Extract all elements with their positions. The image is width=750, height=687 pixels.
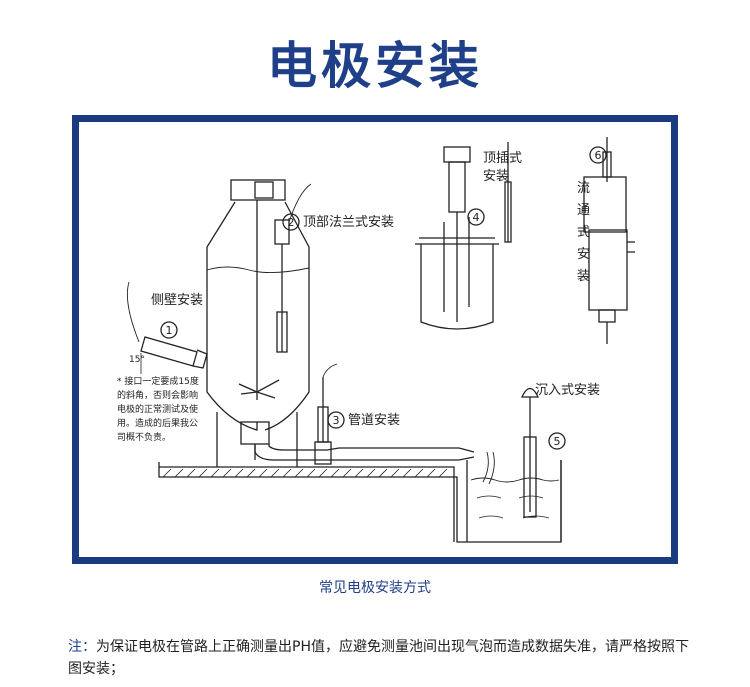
note-text: 为保证电极在管路上正确测量出PH值，应避免测量池间出现气泡而造成数据失准，请严格… [68, 639, 689, 677]
label-angle: 15° [129, 355, 145, 365]
diagram-caption: 常见电极安装方式 [319, 580, 431, 596]
pipeline [254, 441, 495, 485]
submerged-basin [466, 387, 562, 542]
label-flow-5: 装 [577, 269, 590, 284]
page-title: 电极安装 [267, 37, 483, 95]
label-flow-3: 式 [577, 225, 590, 240]
marker-6: 6 [595, 149, 602, 162]
top-flange-electrode [274, 183, 312, 353]
marker-4: 4 [473, 211, 480, 224]
installation-diagram-frame: 1 2 3 4 5 6 侧壁安装 顶部法兰式安装 管道安装 顶插式 安装 沉入式… [72, 115, 678, 564]
ground [158, 460, 562, 543]
warning-line-1: * 接口一定要成15度 [117, 375, 199, 387]
label-pipeline: 管道安装 [348, 413, 400, 428]
warning-line-2: 的斜角，否则会影响 [117, 389, 198, 401]
label-submerged: 沉入式安装 [535, 383, 600, 398]
marker-5: 5 [554, 435, 561, 448]
pipeline-electrode [317, 363, 338, 443]
install-note: 注：为保证电极在管路上正确测量出PH值，应避免测量池间出现气泡而造成数据失准，请… [68, 636, 698, 680]
markers [160, 146, 607, 450]
label-top-insert-2: 安装 [483, 169, 509, 184]
installation-diagram: 1 2 3 4 5 6 侧壁安装 顶部法兰式安装 管道安装 顶插式 安装 沉入式… [117, 137, 635, 543]
label-side-wall: 侧壁安装 [151, 293, 203, 308]
label-top-flange: 顶部法兰式安装 [303, 215, 394, 230]
label-flow-2: 通 [577, 203, 590, 218]
top-insert-reactor [415, 142, 512, 330]
label-flow-4: 安 [577, 247, 590, 262]
flow-through-cell [583, 137, 635, 344]
marker-2: 2 [288, 216, 295, 229]
marker-3: 3 [333, 414, 340, 427]
warning-line-4: 用。造成的后果我公 [117, 417, 198, 429]
warning-line-5: 司概不负责。 [117, 431, 171, 443]
note-label: 注： [68, 639, 96, 655]
label-top-insert-1: 顶插式 [483, 151, 522, 166]
label-flow-1: 流 [577, 181, 590, 196]
marker-1: 1 [166, 324, 173, 337]
warning-line-3: 电极的正常测试及使 [117, 403, 198, 415]
side-wall-electrode [126, 281, 208, 374]
